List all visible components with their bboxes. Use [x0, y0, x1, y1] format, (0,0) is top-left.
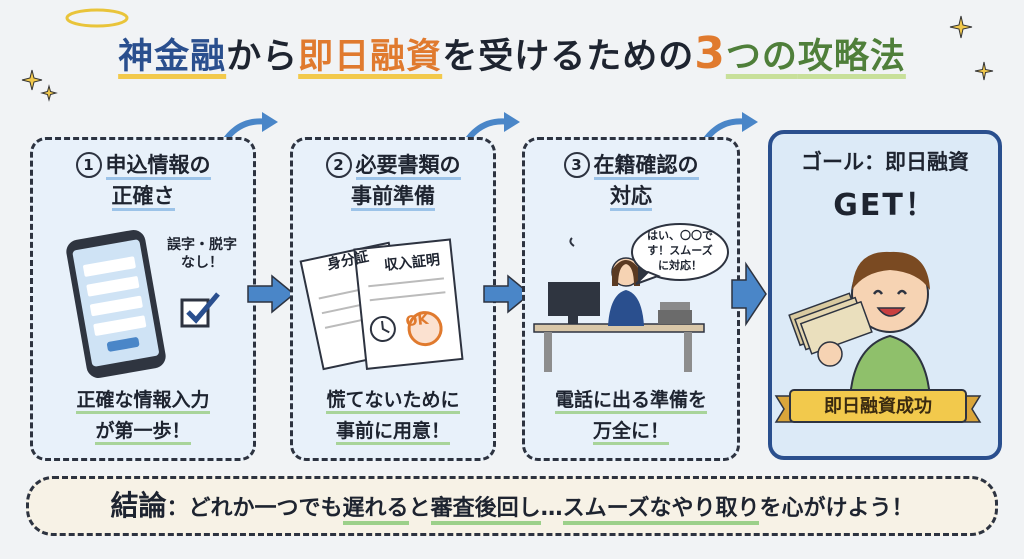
arrow-right-icon [731, 261, 767, 327]
title-same-day-loan: 即日融資 [298, 37, 443, 77]
conclusion-smooth: スムーズなやり取り [562, 496, 760, 525]
conclusion-delay: 遅れる [342, 496, 409, 525]
office-worker-phone-icon [533, 237, 705, 372]
documents-icon [299, 238, 464, 371]
ok-stamp: OK [404, 311, 430, 331]
title-strategies: 攻略法 [797, 37, 906, 77]
page-title: 神金融から即日融資を受けるための3つの攻略法 [0, 28, 1024, 79]
conclusion-postponed: 審査後回し [430, 496, 541, 525]
step-2-caption: 慌てないために 事前に用意！ [293, 385, 493, 447]
success-ribbon [774, 389, 982, 423]
step-3-caption: 電話に出る準備を 万全に！ [525, 385, 737, 447]
sparkle-icon [40, 84, 58, 102]
step-number-badge: 1 [75, 152, 102, 178]
sparkle-icon [974, 61, 994, 81]
step-1-caption: 正確な情報入力 が第一歩！ [33, 385, 253, 447]
conclusion-label: 結論 [110, 489, 167, 522]
goal-title: ゴール：即日融資 [801, 150, 969, 174]
sparkle-icon [21, 69, 43, 91]
speech-bubble [631, 223, 729, 285]
checkbox-icon [180, 292, 220, 328]
goal-get: GET！ [833, 188, 937, 223]
success-ribbon-text: 即日融資成功 [824, 396, 932, 417]
halo-icon [65, 8, 129, 28]
arrow-right-icon [483, 274, 532, 314]
title-to-receive: を受けるための [442, 37, 695, 77]
speech-text: はい、〇〇です！スムーズに対応！ [647, 229, 713, 272]
title-company: 神金融 [118, 37, 227, 77]
step-number-badge: 3 [563, 152, 590, 178]
step-number-badge: 2 [325, 152, 352, 178]
sparkle-icon [949, 15, 973, 39]
no-typo-note: 誤字・脱字なし！ [167, 237, 237, 271]
title-number: 3 [694, 28, 726, 79]
title-counter: つの [725, 37, 798, 77]
arrow-right-icon [247, 274, 296, 314]
smartphone-icon [66, 230, 166, 378]
conclusion-banner: 結論：どれか一つでも遅れると審査後回し…スムーズなやり取りを心がけよう！ [26, 476, 998, 536]
happy-person-with-money-icon [788, 251, 932, 399]
title-from: から [226, 37, 299, 77]
